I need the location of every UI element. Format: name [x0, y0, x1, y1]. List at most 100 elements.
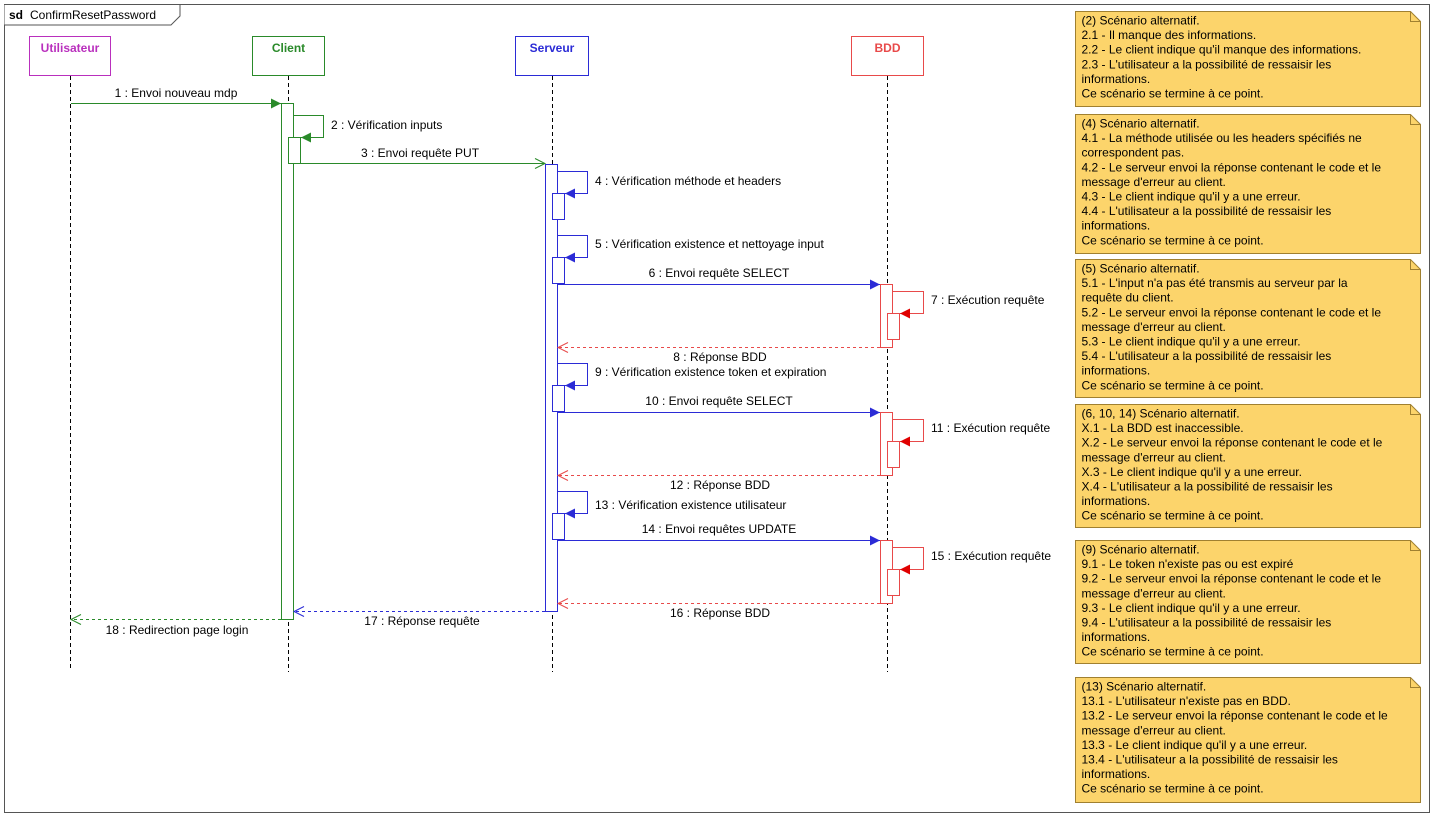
- scenario-note-3-line: informations.: [1082, 364, 1151, 378]
- message-13[interactable]: 13 : Vérification existence utilisateur: [558, 491, 786, 519]
- scenario-note-6-line: informations.: [1082, 767, 1151, 781]
- scenario-note-1-fold: [1410, 11, 1421, 22]
- scenario-note-2-body: [1075, 114, 1421, 254]
- message-17[interactable]: 17 : Réponse requête: [292, 606, 545, 629]
- message-16-label: 16 : Réponse BDD: [670, 606, 770, 620]
- message-7-label: 7 : Exécution requête: [931, 293, 1045, 307]
- message-18-arrowhead: [69, 614, 82, 625]
- message-4-line: [558, 171, 588, 194]
- scenario-note-5-fold: [1410, 540, 1421, 551]
- message-9-label: 9 : Vérification existence token et expi…: [595, 365, 826, 379]
- scenario-note-2[interactable]: (4) Scénario alternatif.4.1 - La méthode…: [1075, 114, 1421, 254]
- message-11-line: [893, 419, 924, 442]
- message-2-arrowhead: [301, 132, 311, 143]
- scenario-note-3-line: (5) Scénario alternatif.: [1082, 262, 1200, 276]
- scenario-note-6-line: (13) Scénario alternatif.: [1082, 680, 1207, 694]
- message-9-line: [558, 363, 588, 386]
- scenario-note-1-body: [1075, 11, 1421, 107]
- message-6[interactable]: 6 : Envoi requête SELECT: [558, 266, 880, 290]
- message-1[interactable]: 1 : Envoi nouveau mdp: [71, 86, 281, 109]
- activation-client-self-2: [288, 137, 301, 164]
- message-17-label: 17 : Réponse requête: [364, 614, 480, 628]
- scenario-note-1-line: Ce scénario se termine à ce point.: [1082, 87, 1264, 101]
- scenario-note-3-fold: [1410, 259, 1421, 270]
- scenario-note-2-line: correspondent pas.: [1082, 146, 1185, 160]
- lifeline-client-head[interactable]: [252, 36, 325, 76]
- message-11[interactable]: 11 : Exécution requête: [893, 419, 1051, 447]
- lifeline-client-label: Client: [272, 41, 305, 55]
- scenario-note-2-line: message d'erreur au client.: [1082, 175, 1226, 189]
- lifeline-bdd-label: BDD: [875, 41, 901, 55]
- message-8[interactable]: 8 : Réponse BDD: [556, 342, 880, 365]
- scenario-note-5-line: (9) Scénario alternatif.: [1082, 543, 1200, 557]
- scenario-note-4-line: X.4 - L'utilisateur a la possibilité de …: [1082, 480, 1333, 494]
- scenario-note-5-body: [1075, 540, 1421, 664]
- lifeline-bdd-head[interactable]: [851, 36, 924, 76]
- message-11-label: 11 : Exécution requête: [931, 421, 1051, 435]
- scenario-note-6-body: [1075, 677, 1421, 803]
- scenario-note-5-line: 9.4 - L'utilisateur a la possibilité de …: [1082, 616, 1332, 630]
- message-18[interactable]: 18 : Redirection page login: [69, 614, 281, 638]
- scenario-note-4[interactable]: (6, 10, 14) Scénario alternatif.X.1 - La…: [1075, 404, 1421, 528]
- scenario-note-4-line: X.1 - La BDD est inaccessible.: [1082, 421, 1244, 435]
- message-12[interactable]: 12 : Réponse BDD: [556, 470, 880, 493]
- scenario-note-5[interactable]: (9) Scénario alternatif.9.1 - Le token n…: [1075, 540, 1421, 664]
- message-2-line: [294, 115, 324, 138]
- activation-serveur-self-9: [552, 385, 565, 412]
- message-15[interactable]: 15 : Exécution requête: [893, 547, 1051, 575]
- scenario-note-4-line: X.3 - Le client indique qu'il y a une er…: [1082, 465, 1302, 479]
- scenario-note-3-line: requête du client.: [1082, 291, 1174, 305]
- message-15-arrowhead: [900, 564, 910, 575]
- scenario-note-4-line: X.2 - Le serveur envoi la réponse conten…: [1082, 436, 1383, 450]
- message-5[interactable]: 5 : Vérification existence et nettoyage …: [558, 235, 824, 263]
- activation-serveur-self-13: [552, 513, 565, 540]
- message-2[interactable]: 2 : Vérification inputs: [294, 115, 442, 143]
- message-5-line: [558, 235, 588, 258]
- message-9[interactable]: 9 : Vérification existence token et expi…: [558, 363, 826, 391]
- scenario-note-6[interactable]: (13) Scénario alternatif.13.1 - L'utilis…: [1075, 677, 1421, 803]
- scenario-note-4-line: informations.: [1082, 494, 1151, 508]
- lifeline-bdd[interactable]: BDD: [851, 36, 924, 673]
- activation-bdd-3-self: [887, 569, 900, 596]
- scenario-note-1[interactable]: (2) Scénario alternatif.2.1 - Il manque …: [1075, 11, 1421, 107]
- scenario-note-4-body: [1075, 404, 1421, 528]
- message-11-arrowhead: [900, 436, 910, 447]
- frame-tab: [4, 4, 181, 26]
- activation-bdd-2-self: [887, 441, 900, 468]
- scenario-note-5-line: message d'erreur au client.: [1082, 586, 1226, 600]
- scenario-note-6-line: Ce scénario se termine à ce point.: [1082, 782, 1264, 796]
- message-1-arrowhead: [271, 98, 281, 109]
- lifeline-utilisateur-label: Utilisateur: [41, 41, 100, 55]
- lifeline-utilisateur[interactable]: Utilisateur: [29, 36, 111, 669]
- message-5-arrowhead: [565, 252, 575, 263]
- scenario-note-6-line: 13.4 - L'utilisateur a la possibilité de…: [1082, 753, 1338, 767]
- message-16[interactable]: 16 : Réponse BDD: [556, 598, 880, 621]
- message-3[interactable]: 3 : Envoi requête PUT: [294, 146, 547, 169]
- message-7[interactable]: 7 : Exécution requête: [893, 291, 1045, 319]
- scenario-note-6-line: message d'erreur au client.: [1082, 723, 1226, 737]
- scenario-note-4-line: message d'erreur au client.: [1082, 450, 1226, 464]
- message-3-label: 3 : Envoi requête PUT: [361, 146, 480, 160]
- message-4-label: 4 : Vérification méthode et headers: [595, 174, 781, 188]
- message-3-arrowhead: [534, 158, 547, 169]
- scenario-note-3-line: message d'erreur au client.: [1082, 320, 1226, 334]
- scenario-note-5-line: informations.: [1082, 630, 1151, 644]
- scenario-note-3-line: 5.1 - L'input n'a pas été transmis au se…: [1082, 276, 1348, 290]
- message-6-arrowhead: [870, 279, 880, 290]
- message-9-arrowhead: [565, 380, 575, 391]
- message-4[interactable]: 4 : Vérification méthode et headers: [558, 171, 781, 199]
- lifeline-serveur-head[interactable]: [515, 36, 589, 76]
- message-8-label: 8 : Réponse BDD: [673, 350, 767, 364]
- scenario-note-2-line: (4) Scénario alternatif.: [1082, 117, 1200, 131]
- scenario-note-2-line: 4.1 - La méthode utilisée ou les headers…: [1082, 131, 1362, 145]
- scenario-note-2-line: Ce scénario se termine à ce point.: [1082, 233, 1264, 247]
- message-10-label: 10 : Envoi requête SELECT: [645, 394, 793, 408]
- lifeline-utilisateur-head[interactable]: [29, 36, 111, 76]
- message-2-label: 2 : Vérification inputs: [331, 118, 442, 132]
- frame-keyword: sd: [9, 8, 23, 22]
- message-10[interactable]: 10 : Envoi requête SELECT: [558, 394, 880, 418]
- scenario-note-3[interactable]: (5) Scénario alternatif.5.1 - L'input n'…: [1075, 259, 1421, 398]
- message-14[interactable]: 14 : Envoi requêtes UPDATE: [558, 522, 880, 546]
- scenario-note-4-fold: [1410, 404, 1421, 415]
- message-17-arrowhead: [292, 606, 305, 617]
